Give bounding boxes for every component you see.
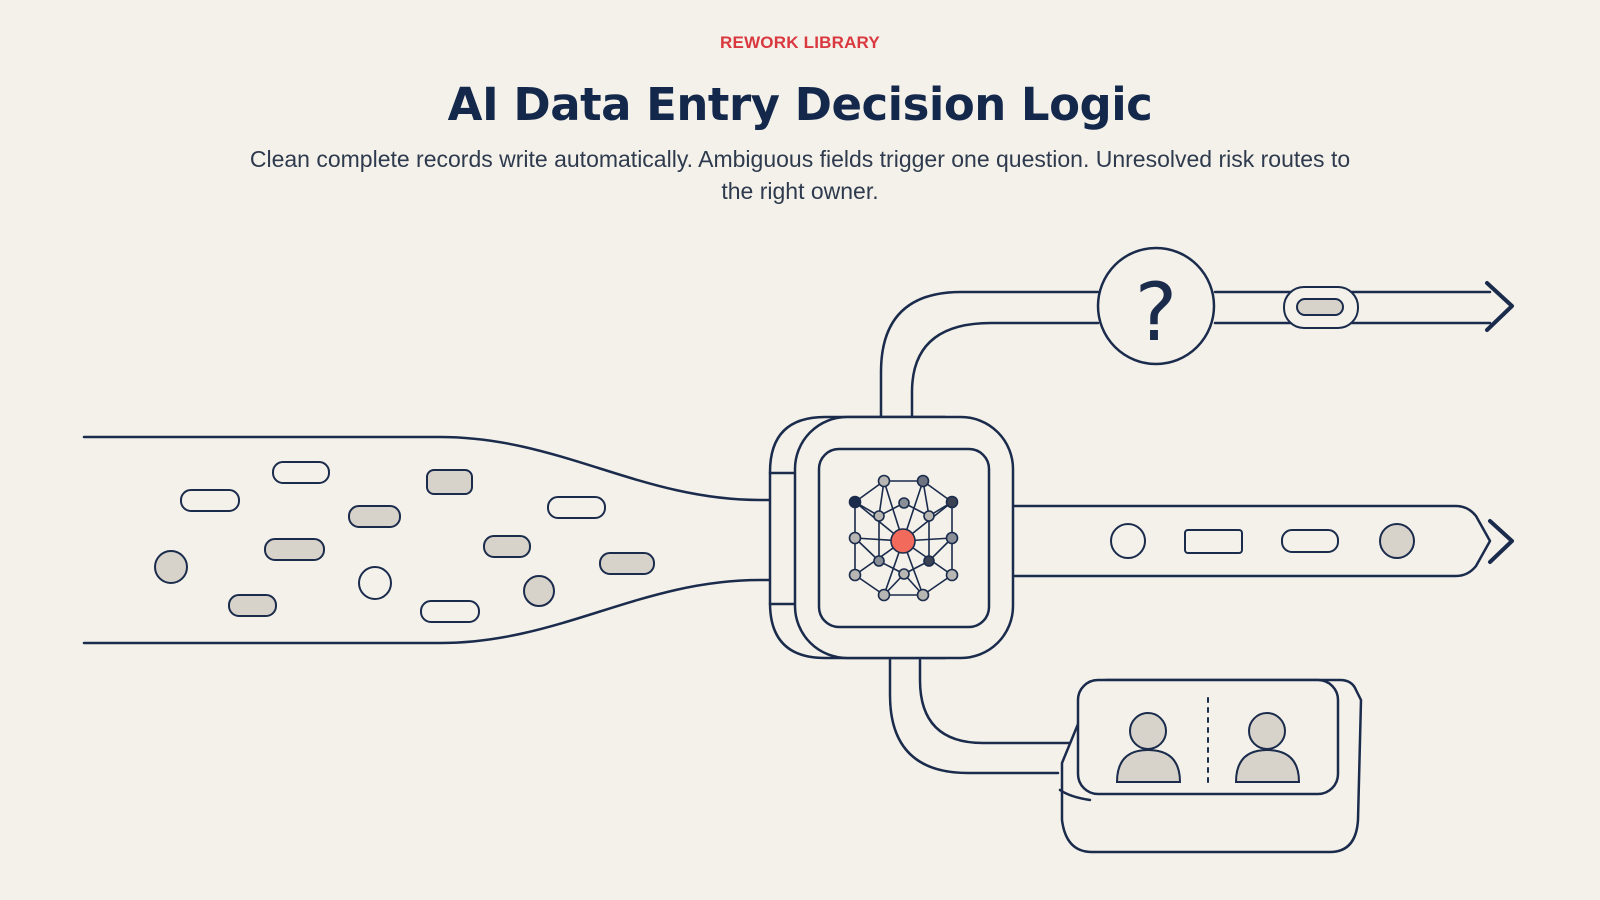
page-title: AI Data Entry Decision Logic	[447, 78, 1153, 131]
record-chip	[272, 461, 330, 484]
question-mark: ?	[1135, 266, 1177, 359]
arrow-right-icon	[1488, 519, 1514, 564]
ai-processor	[768, 415, 1015, 660]
neural-network-icon	[848, 474, 959, 602]
record-chip	[228, 594, 277, 617]
record-chip	[180, 489, 240, 512]
question-branch: ?	[879, 246, 1514, 419]
input-funnel	[82, 435, 792, 645]
record-dot	[1379, 523, 1415, 559]
input-records	[154, 461, 655, 623]
page-subtitle: Clean complete records write automatical…	[249, 146, 1351, 204]
record-chip	[348, 505, 401, 528]
record-chip	[264, 538, 325, 561]
arrow-right-icon	[1485, 281, 1514, 332]
person-icon	[1234, 712, 1301, 783]
eyebrow-label: REWORK LIBRARY	[720, 33, 880, 52]
record-dot	[523, 575, 555, 607]
owner-branch	[888, 658, 1363, 854]
core-node	[890, 528, 916, 554]
record-chip	[420, 600, 480, 623]
owner-card	[1115, 697, 1301, 785]
record-chip	[483, 535, 531, 558]
record-chip	[1184, 529, 1243, 554]
person-icon	[1115, 712, 1182, 783]
record-chip	[426, 469, 473, 495]
auto-write-branch	[1011, 504, 1514, 578]
record-chip	[547, 496, 606, 519]
record-chip	[1296, 298, 1344, 316]
record-dot	[358, 566, 392, 600]
record-dot	[1110, 523, 1146, 559]
network-nodes	[848, 474, 959, 602]
record-dot	[154, 550, 188, 584]
record-chip	[599, 552, 655, 575]
question-icon: ?	[1096, 246, 1216, 366]
record-chip	[1281, 529, 1339, 553]
